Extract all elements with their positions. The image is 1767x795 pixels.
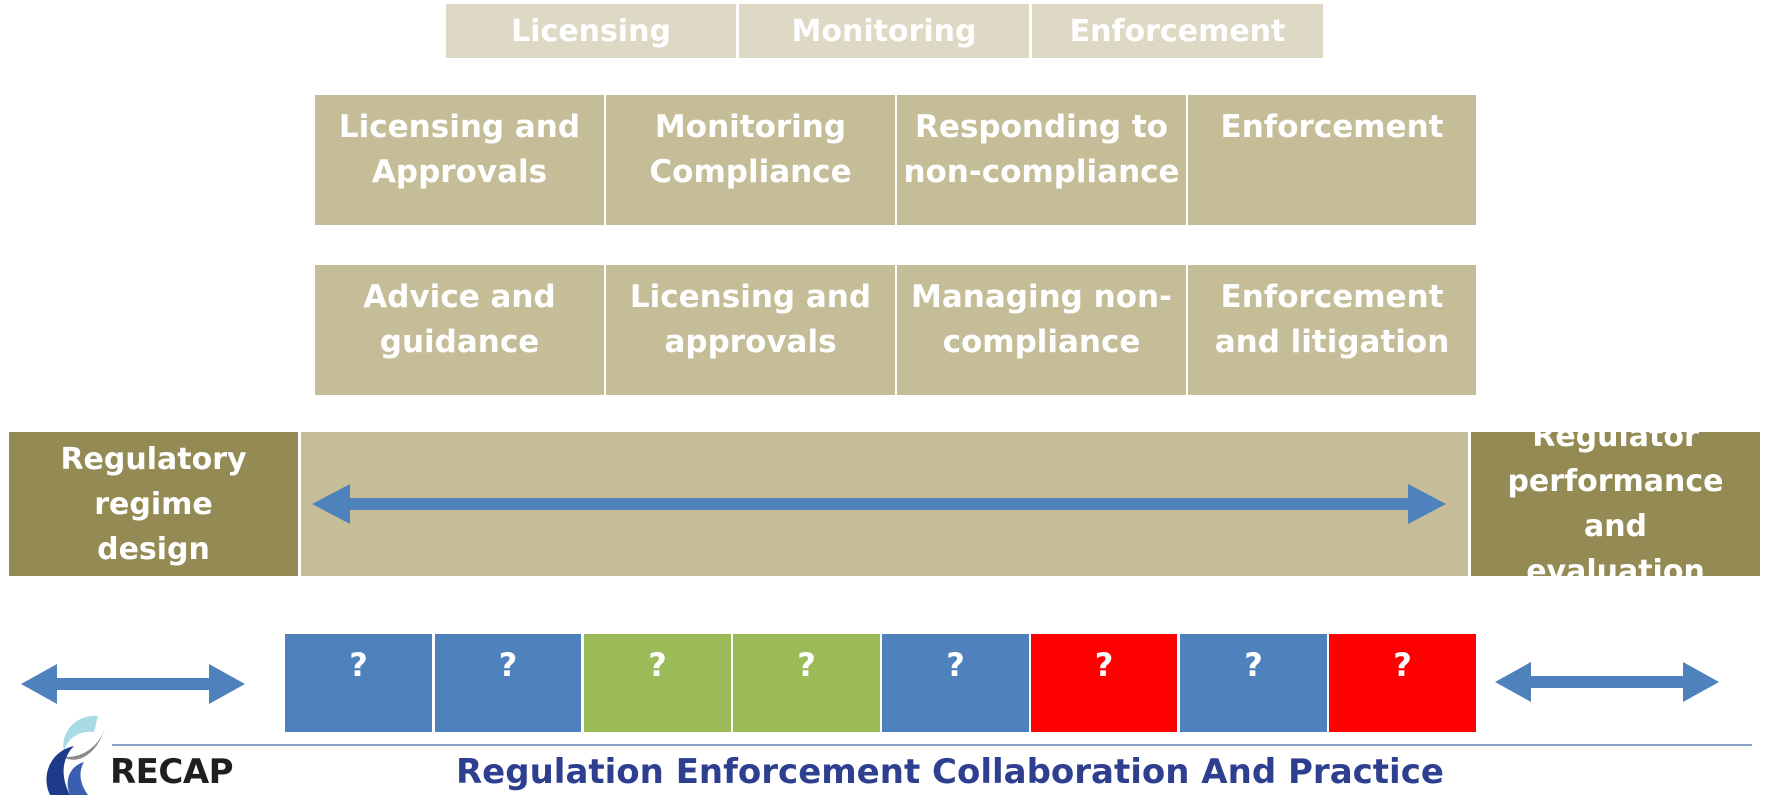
row1-cell-label: Monitoring Compliance xyxy=(649,109,852,190)
row0-enforcement-label: Enforcement xyxy=(1069,13,1286,49)
question-box[interactable]: ? xyxy=(733,634,880,732)
recap-logo-icon xyxy=(46,715,106,795)
regulatory-regime-design-box: Regulatory regime design xyxy=(9,432,298,576)
question-label: ? xyxy=(498,646,518,684)
row1-monitoring-compliance: Monitoring Compliance xyxy=(606,95,895,225)
footer-divider xyxy=(112,744,1752,746)
footer-title: Regulation Enforcement Collaboration And… xyxy=(456,752,1444,792)
row2-advice-guidance: Advice and guidance xyxy=(315,265,604,395)
question-box[interactable]: ? xyxy=(584,634,731,732)
question-box[interactable]: ? xyxy=(1180,634,1327,732)
question-box[interactable]: ? xyxy=(1031,634,1177,732)
recap-logo-text: RECAP xyxy=(110,752,234,792)
question-box[interactable]: ? xyxy=(285,634,432,732)
left-double-arrow-icon xyxy=(21,664,245,704)
row2-licensing-approvals: Licensing and approvals xyxy=(606,265,895,395)
row2-managing-non-compliance: Managing non-compliance xyxy=(897,265,1186,395)
row2-enforcement-litigation: Enforcement and litigation xyxy=(1188,265,1476,395)
regulator-performance-label: Regulator performance and evaluation xyxy=(1507,419,1724,589)
row0-enforcement: Enforcement xyxy=(1032,4,1323,58)
question-box[interactable]: ? xyxy=(882,634,1029,732)
row1-enforcement: Enforcement xyxy=(1188,95,1476,225)
question-label: ? xyxy=(1393,646,1412,684)
row1-cell-label: Responding to non-compliance xyxy=(903,109,1180,190)
row2-cell-label: Managing non-compliance xyxy=(911,279,1172,360)
row2-cell-label: Licensing and approvals xyxy=(629,279,872,360)
regulator-performance-box: Regulator performance and evaluation xyxy=(1471,419,1760,589)
row1-cell-label: Licensing and Approvals xyxy=(338,109,581,190)
row1-licensing-approvals: Licensing and Approvals xyxy=(315,95,604,225)
row0-licensing-label: Licensing xyxy=(511,13,671,49)
row0-monitoring-label: Monitoring xyxy=(791,13,977,49)
row2-cell-label: Advice and guidance xyxy=(363,279,556,360)
question-label: ? xyxy=(1094,646,1114,684)
question-label: ? xyxy=(946,646,965,684)
right-double-arrow-icon xyxy=(1495,662,1719,702)
question-box[interactable]: ? xyxy=(435,634,581,732)
question-label: ? xyxy=(648,646,667,684)
band-double-arrow-icon xyxy=(312,484,1446,524)
row1-responding-non-compliance: Responding to non-compliance xyxy=(897,95,1186,225)
question-label: ? xyxy=(797,646,816,684)
row0-licensing: Licensing xyxy=(446,4,736,58)
question-label: ? xyxy=(349,646,368,684)
question-box[interactable]: ? xyxy=(1329,634,1476,732)
row0-monitoring: Monitoring xyxy=(739,4,1029,58)
row2-cell-label: Enforcement and litigation xyxy=(1214,279,1450,360)
question-label: ? xyxy=(1244,646,1263,684)
regulatory-regime-design-label: Regulatory regime design xyxy=(60,441,247,567)
row1-cell-label: Enforcement xyxy=(1220,109,1444,145)
